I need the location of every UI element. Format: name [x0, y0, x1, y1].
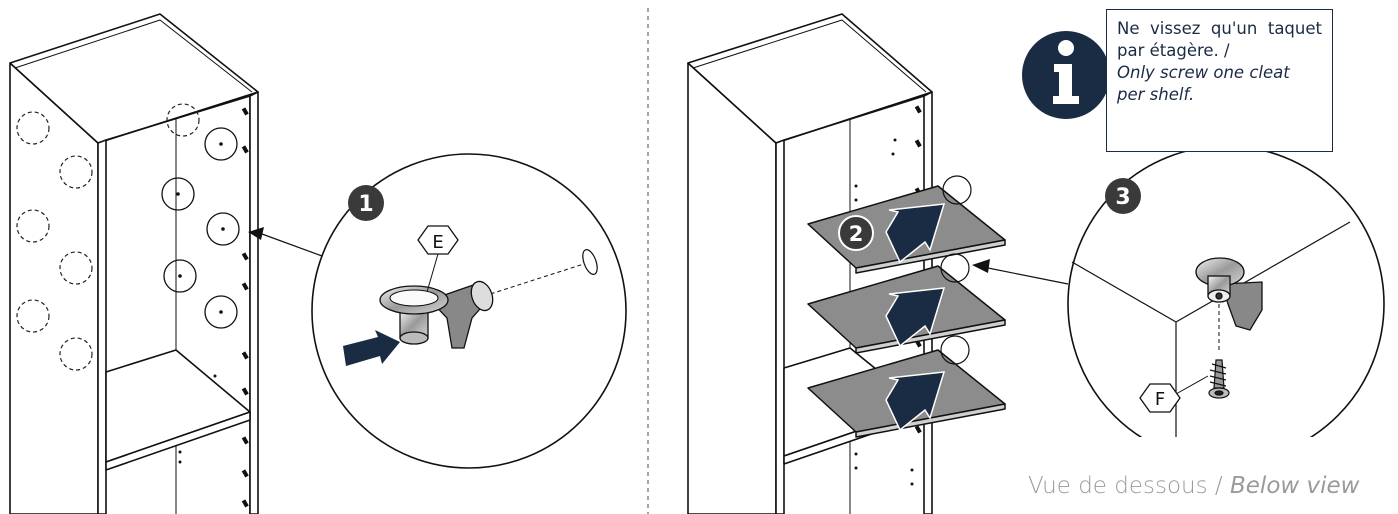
- step-1-number: 1: [358, 192, 373, 217]
- step-2-badge: [838, 215, 874, 251]
- part-f-label: F: [1155, 389, 1165, 410]
- caption-fr: Vue de dessous /: [1028, 473, 1230, 499]
- info-text-fr: Ne vissez qu'un taquet par étagère. /: [1117, 19, 1322, 60]
- detail-circle-1: [311, 153, 627, 469]
- screw-part: [1208, 359, 1230, 399]
- info-icon: [1022, 31, 1110, 119]
- shelf-arrows[interactable]: [885, 203, 946, 432]
- pointer-arrow-3: [972, 259, 990, 273]
- info-note: Ne vissez qu'un taquet par étagère. / On…: [1106, 9, 1333, 152]
- cleat-part: [379, 280, 494, 349]
- step-3-badge: [1105, 178, 1141, 214]
- part-e-label: E: [432, 232, 443, 253]
- part-f-hex: [1139, 383, 1181, 413]
- shelf-cleat-circles: [940, 175, 972, 365]
- step-3-number: 3: [1115, 185, 1130, 210]
- below-view-caption: Vue de dessous / Below view: [1028, 473, 1359, 499]
- left-cabinet: [9, 13, 259, 514]
- left-interior-holes: [161, 127, 240, 329]
- step-2-number: 2: [849, 222, 864, 246]
- step-1-badge: [348, 185, 384, 221]
- underside-cleat: [1195, 257, 1263, 331]
- pointer-line-1: [261, 233, 323, 257]
- caption-en: Below view: [1230, 473, 1360, 499]
- part-e-hex: [417, 225, 459, 255]
- info-text-en: Only screw one cleat per shelf.: [1117, 63, 1290, 104]
- detail-circle-3: [1062, 145, 1392, 467]
- pointer-line-3: [987, 267, 1069, 285]
- pointer-arrow-1: [248, 227, 264, 240]
- left-side-holes: [16, 103, 200, 371]
- push-arrow[interactable]: [343, 330, 400, 366]
- left-hole-marks: [176, 107, 249, 508]
